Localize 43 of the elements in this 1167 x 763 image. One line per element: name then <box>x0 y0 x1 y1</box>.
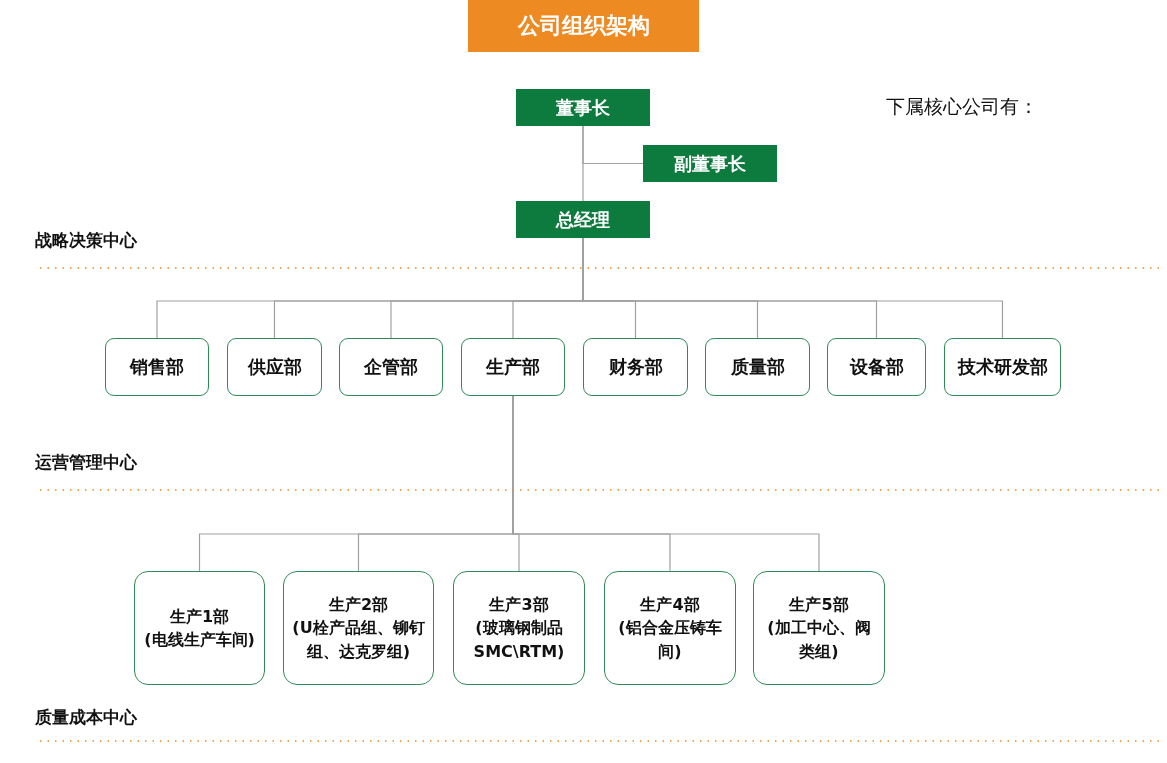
node-title: 董事长 <box>556 95 610 120</box>
node-description: (加工中心、阀类组) <box>766 617 872 663</box>
department-box <box>134 571 265 685</box>
department-box <box>583 338 688 396</box>
node-description: (U栓产品组、铆钉组、达克罗组) <box>292 617 425 663</box>
node-title: 质量部 <box>730 355 785 379</box>
department-box <box>453 571 585 685</box>
department-box <box>827 338 926 396</box>
node-title: 技术研发部 <box>957 355 1048 379</box>
node-description: (电线生产车间) <box>144 629 255 651</box>
department-box <box>604 571 736 685</box>
department-box <box>283 571 434 685</box>
department-box <box>227 338 322 396</box>
node-title: 总经理 <box>556 207 610 232</box>
section-label: 质量成本中心 <box>35 706 137 729</box>
node-title: 生产1部 <box>169 605 230 628</box>
department-box <box>105 338 209 396</box>
node-title: 副董事长 <box>674 151 746 176</box>
node-description: (玻璃钢制品SMC\RTM) <box>472 617 566 663</box>
department-box <box>753 571 885 685</box>
department-box <box>461 338 565 396</box>
node-title: 生产部 <box>486 355 540 379</box>
node-title: 销售部 <box>130 355 184 379</box>
section-label: 战略决策中心 <box>35 229 137 252</box>
node-title: 生产4部 <box>640 594 700 617</box>
node-title: 生产3部 <box>489 594 549 617</box>
note-text: 下属核心公司有： <box>886 94 1038 119</box>
section-label: 运营管理中心 <box>35 451 137 474</box>
department-box <box>339 338 443 396</box>
title-banner: 公司组织架构 <box>468 0 699 52</box>
node-title: 企管部 <box>364 355 418 379</box>
node-title: 财务部 <box>608 355 663 379</box>
position-box <box>516 201 650 238</box>
connector-line <box>582 125 644 165</box>
position-box <box>643 145 777 182</box>
node-description: (铝合金压铸车间) <box>617 617 723 663</box>
department-box <box>944 338 1061 396</box>
node-title: 生产5部 <box>789 594 849 617</box>
node-title: 生产2部 <box>328 594 389 617</box>
node-title: 供应部 <box>247 355 302 379</box>
position-box <box>516 89 650 126</box>
node-title: 设备部 <box>849 355 904 379</box>
department-box <box>705 338 810 396</box>
